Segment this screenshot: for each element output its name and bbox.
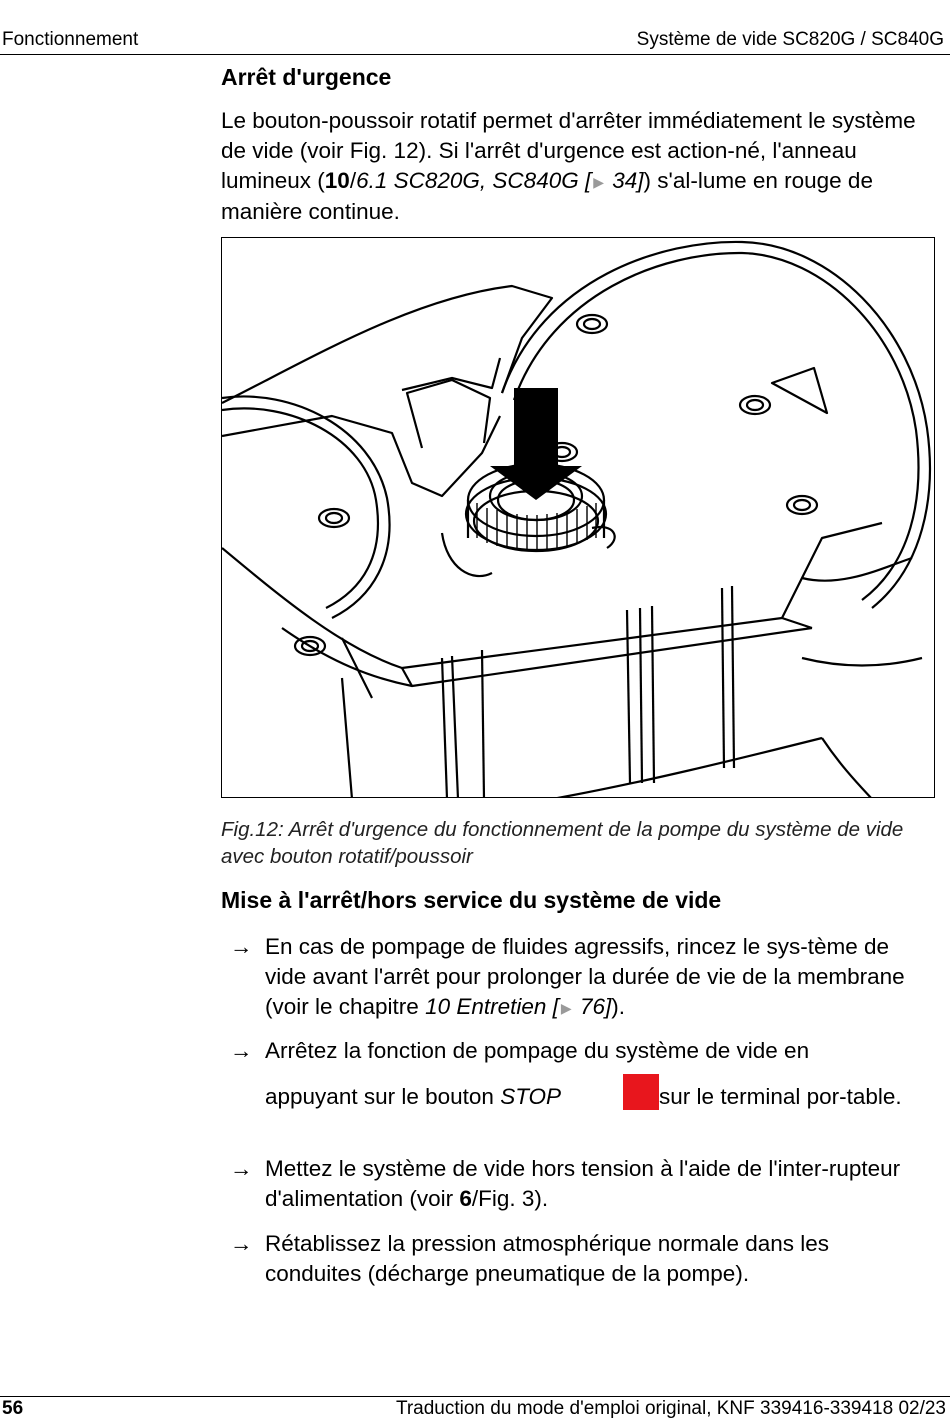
emergency-heading: Arrêt d'urgence <box>221 64 392 90</box>
arrow-right-icon: → <box>230 1156 253 1181</box>
stop-label: STOP <box>500 1084 562 1109</box>
figure-emergency-stop <box>221 237 935 798</box>
step2-line1: Arrêtez la fonction de pompage du systèm… <box>265 1038 810 1063</box>
page-number: 56 <box>2 1398 24 1419</box>
ref-item-number: 10 <box>324 168 350 193</box>
emergency-text-end: ) s'al-lume en rouge de manière continue… <box>221 168 873 225</box>
page-header-section: Fonctionnement <box>2 29 139 50</box>
press-arrow-icon <box>490 388 582 500</box>
figure-caption: Fig.12: Arrêt d'urgence du fonctionnemen… <box>221 818 904 868</box>
step4-text: Rétablissez la pression atmosphérique no… <box>265 1231 830 1286</box>
step-item: → Arrêtez la fonction de pompage du syst… <box>230 1036 930 1112</box>
step-item: → En cas de pompage de fluides agressifs… <box>230 932 930 1023</box>
header-rule <box>0 54 950 55</box>
footer-doc-ref: Traduction du mode d'emploi original, KN… <box>395 1398 946 1419</box>
shutdown-heading: Mise à l'arrêt/hors service du système d… <box>221 887 722 913</box>
page-ref-icon: ▶ <box>560 1000 572 1017</box>
step2-text-end: sur le terminal por-table. <box>659 1084 902 1109</box>
page-ref-icon: ▶ <box>593 174 605 191</box>
page-header-product: Système de vide SC820G / SC840G <box>636 29 944 50</box>
ref-page: 34] <box>606 168 644 193</box>
step3-text: Mettez le système de vide hors tension à… <box>265 1156 901 1211</box>
emergency-text: Le bouton-poussoir rotatif permet d'arrê… <box>221 108 916 193</box>
emergency-paragraph: Le bouton-poussoir rotatif permet d'arrê… <box>221 106 921 227</box>
footer-rule <box>0 1396 950 1397</box>
arrow-right-icon: → <box>230 1231 253 1256</box>
ref-separator: / <box>349 168 357 193</box>
step3-item-number: 6 <box>459 1186 472 1211</box>
step1-ref-page: 76] <box>573 994 612 1019</box>
ref-link-section[interactable]: 6.1 SC820G, SC840G [ <box>356 168 592 193</box>
step1-ref-link[interactable]: 10 Entretien [ <box>425 994 559 1019</box>
step3-text-end: /Fig. 3). <box>471 1186 549 1211</box>
stop-button-icon <box>623 1074 660 1110</box>
step-item: → Rétablissez la pression atmosphérique … <box>230 1229 930 1289</box>
pump-drawing <box>222 240 932 797</box>
step1-text: En cas de pompage de fluides agressifs, … <box>265 934 905 1019</box>
step1-end: ). <box>611 994 625 1019</box>
arrow-right-icon: → <box>230 1038 253 1063</box>
arrow-right-icon: → <box>230 934 253 959</box>
step2-text: appuyant sur le bouton <box>265 1084 501 1109</box>
step-item: → Mettez le système de vide hors tension… <box>230 1154 930 1214</box>
